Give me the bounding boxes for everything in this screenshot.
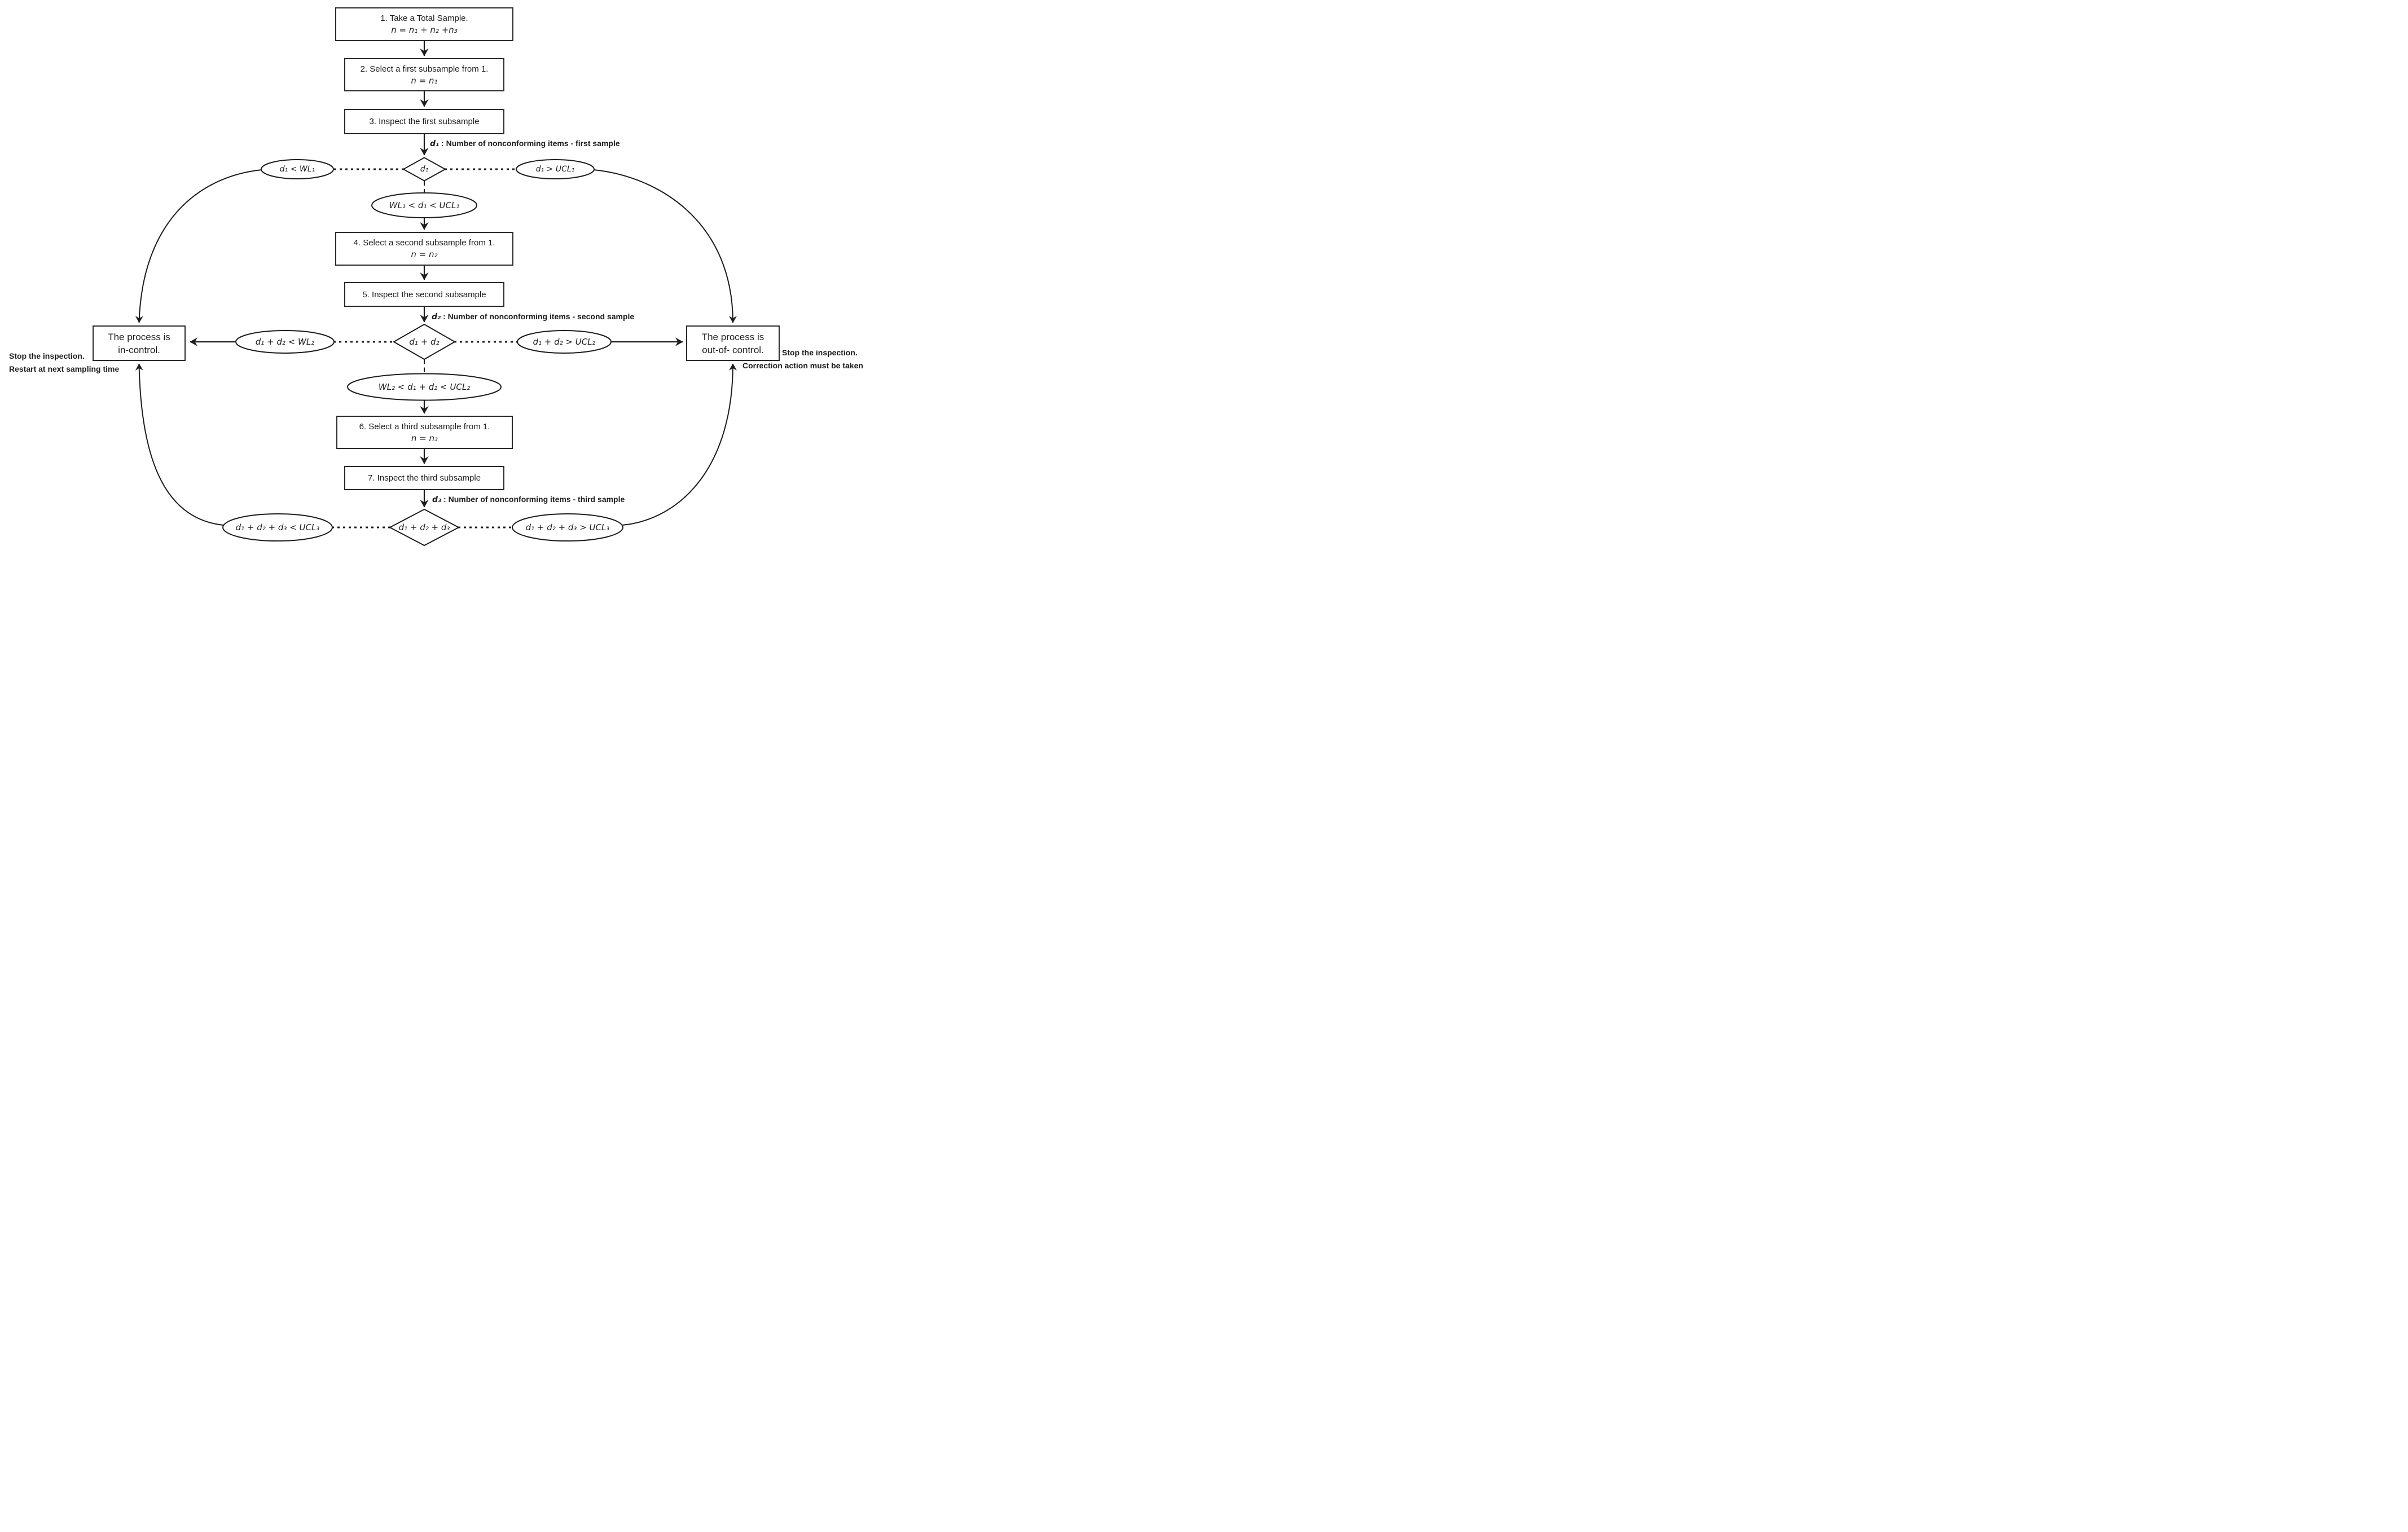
- out-of-control-line2: out-of- control.: [702, 344, 764, 355]
- cond1-mid-label: WL₁ < d₁ < UCL₁: [389, 200, 460, 210]
- annotation-d3-text: : Number of nonconforming items - third …: [441, 495, 625, 504]
- decision1-diamond: [402, 157, 447, 182]
- cond1-high-ellipse: [516, 159, 595, 179]
- cond1-low-ellipse: [261, 159, 334, 179]
- step5-box: 5. Inspect the second subsample: [344, 282, 504, 307]
- in-control-line1: The process is: [108, 331, 170, 342]
- cond3-low-label: d₁ + d₂ + d₃ < UCL₃: [235, 522, 320, 532]
- out-of-control-note-line1: Stop the inspection.: [782, 348, 858, 357]
- annotation-d1-var: d₁: [430, 139, 440, 148]
- in-control-note-line1: Stop the inspection.: [9, 351, 85, 360]
- step4-title: 4. Select a second subsample from 1.: [353, 238, 495, 248]
- cond1-mid-ellipse: [371, 192, 477, 218]
- decision1-label: d₁: [420, 165, 429, 174]
- annotation-d1-text: : Number of nonconforming items - first …: [439, 139, 620, 148]
- step2-box: 2. Select a first subsample from 1. n = …: [344, 58, 504, 91]
- step1-title: 1. Take a Total Sample.: [380, 14, 468, 23]
- cond3-high-ellipse: [512, 513, 623, 542]
- step1-formula: n = n₁ + n₂ +n₃: [391, 25, 458, 35]
- annotation-d3: d₃ : Number of nonconforming items - thi…: [432, 495, 625, 504]
- annotation-d1: d₁ : Number of nonconforming items - fir…: [430, 139, 620, 148]
- curve-d1-high-to-out-of-control: [593, 169, 737, 323]
- annotation-d2: d₂ : Number of nonconforming items - sec…: [432, 312, 634, 322]
- cond2-mid-ellipse: [347, 373, 502, 401]
- step5-title: 5. Inspect the second subsample: [362, 289, 486, 300]
- cond2-high-ellipse: [517, 330, 612, 354]
- in-control-note-line2: Restart at next sampling time: [9, 364, 120, 373]
- annotation-d3-var: d₃: [432, 495, 442, 504]
- cond2-low-label: d₁ + d₂ < WL₂: [255, 337, 315, 347]
- step2-title: 2. Select a first subsample from 1.: [360, 64, 489, 74]
- cond1-low-label: d₁ < WL₁: [279, 165, 315, 174]
- connector-layer: [135, 41, 737, 547]
- cond2-mid-label: WL₂ < d₁ + d₂ < UCL₂: [378, 382, 471, 392]
- step6-title: 6. Select a third subsample from 1.: [359, 421, 490, 432]
- cond3-high-label: d₁ + d₂ + d₃ > UCL₃: [525, 522, 610, 532]
- step3-box: 3. Inspect the first subsample: [344, 109, 504, 134]
- cond1-high-label: d₁ > UCL₁: [535, 165, 575, 174]
- in-control-box: The process is in-control.: [93, 325, 186, 361]
- cond2-high-label: d₁ + d₂ > UCL₂: [533, 337, 596, 347]
- decision2-diamond: [392, 323, 456, 360]
- step2-formula: n = n₁: [411, 75, 438, 86]
- decision2-label: d₁ + d₂: [409, 337, 440, 347]
- curve-d3-low-to-in-control: [135, 363, 224, 526]
- step4-formula: n = n₂: [411, 249, 438, 259]
- curve-d1-low-to-in-control: [135, 169, 262, 323]
- step4-box: 4. Select a second subsample from 1. n =…: [335, 232, 513, 266]
- annotation-d2-var: d₂: [432, 312, 441, 322]
- step6-box: 6. Select a third subsample from 1. n = …: [336, 416, 513, 449]
- in-control-line2: in-control.: [118, 344, 160, 355]
- cond2-low-ellipse: [235, 330, 335, 354]
- step1-box: 1. Take a Total Sample. n = n₁ + n₂ +n₃: [335, 7, 513, 41]
- decision3-label: d₁ + d₂ + d₃: [398, 522, 450, 532]
- flowchart-triple-sampling-plan: 1. Take a Total Sample. n = n₁ + n₂ +n₃ …: [0, 0, 872, 554]
- step3-title: 3. Inspect the first subsample: [369, 117, 480, 126]
- step7-box: 7. Inspect the third subsample: [344, 466, 504, 490]
- annotation-d2-text: : Number of nonconforming items - second…: [441, 312, 635, 321]
- step7-title: 7. Inspect the third subsample: [367, 473, 481, 483]
- curve-d3-high-to-out-of-control: [622, 363, 737, 526]
- decision3-diamond: [388, 508, 460, 547]
- step6-formula: n = n₃: [411, 433, 438, 443]
- out-of-control-line1: The process is: [701, 331, 764, 342]
- out-of-control-note-line2: Correction action must be taken: [742, 361, 863, 370]
- cond3-low-ellipse: [222, 513, 333, 542]
- out-of-control-box: The process is out-of- control.: [686, 325, 780, 361]
